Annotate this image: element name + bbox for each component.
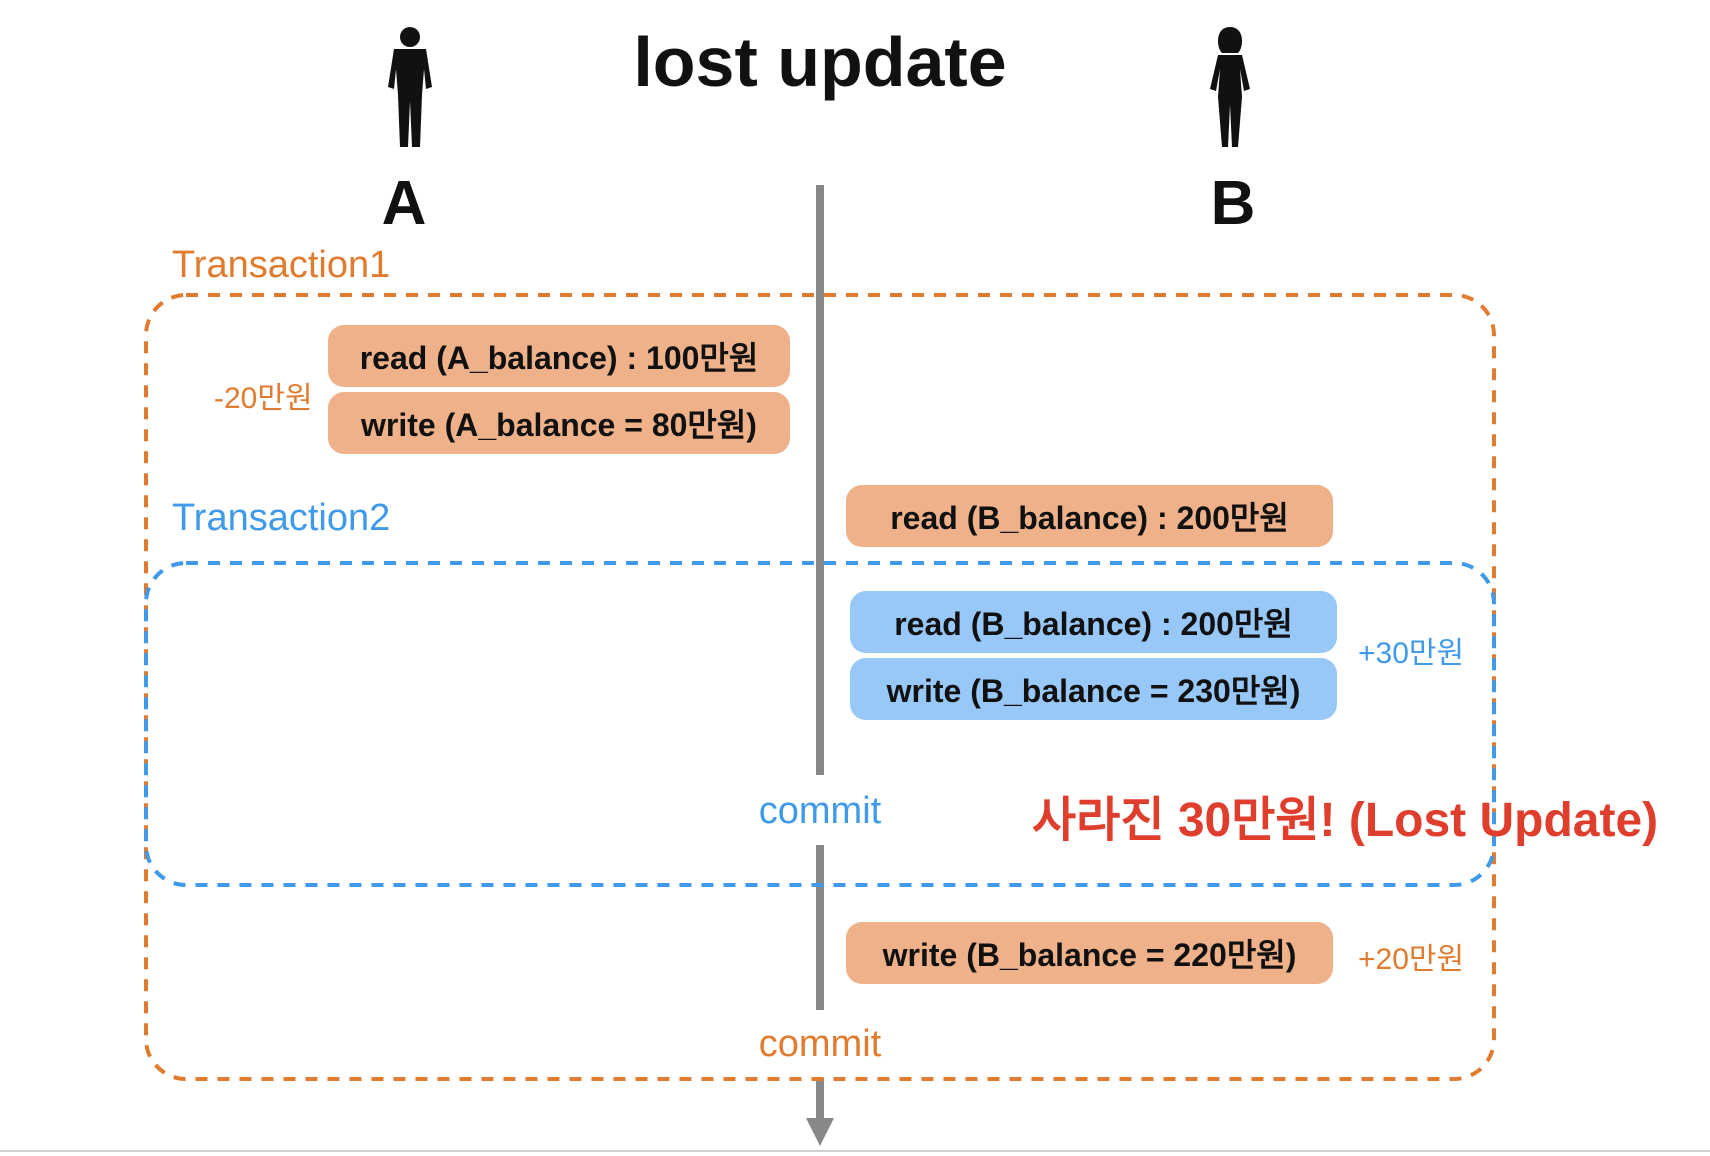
page-title: lost update <box>633 23 1007 101</box>
user-a-label: A <box>381 169 427 238</box>
user-b-label: B <box>1210 169 1256 238</box>
transaction1-label: Transaction1 <box>172 244 391 286</box>
t1-commit-label: commit <box>758 1023 882 1065</box>
person-b-icon <box>1210 27 1250 147</box>
t2-b-read-step: read (B_balance) : 200만원 <box>850 591 1337 653</box>
lost-update-note: 사라진 30만원! (Lost Update) <box>1032 794 1659 847</box>
t1-b-write-step: write (B_balance = 220만원) <box>846 922 1333 984</box>
bottom-divider <box>0 1150 1710 1152</box>
a-write-step: write (A_balance = 80만원) <box>328 392 790 454</box>
transaction2-boundary <box>144 561 1496 887</box>
t1-b-delta-label: +20만원 <box>1358 943 1465 976</box>
person-a-icon <box>388 27 432 147</box>
t1-b-read-step: read (B_balance) : 200만원 <box>846 485 1333 547</box>
timeline-arrow-icon <box>806 1118 834 1146</box>
t2-commit-label: commit <box>758 790 882 832</box>
t2-b-write-step: write (B_balance = 230만원) <box>850 658 1337 720</box>
a-delta-label: -20만원 <box>214 382 313 415</box>
t2-delta-label: +30만원 <box>1358 637 1465 670</box>
transaction2-label: Transaction2 <box>172 497 391 539</box>
a-read-step: read (A_balance) : 100만원 <box>328 325 790 387</box>
